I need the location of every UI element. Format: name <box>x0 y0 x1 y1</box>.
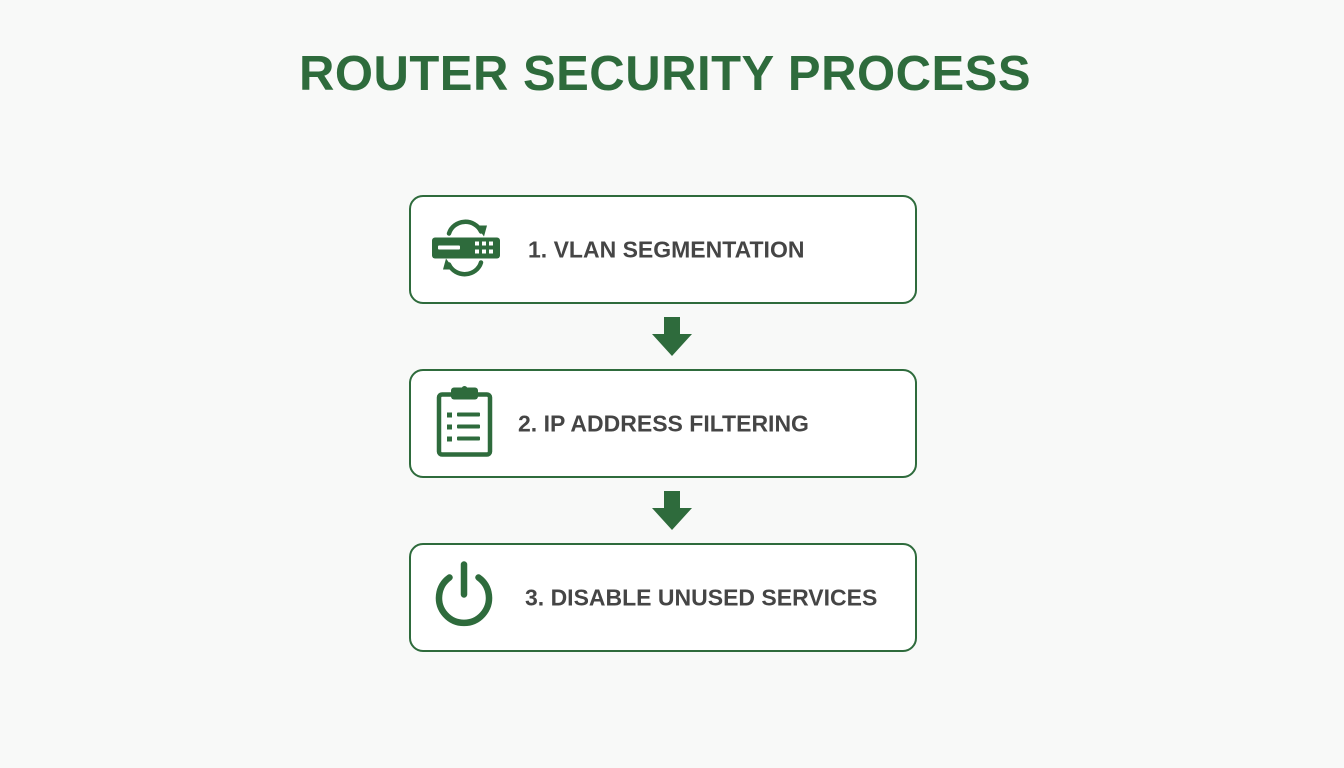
step-vlan-segmentation: 1. VLAN SEGMENTATION <box>409 195 917 304</box>
step-ip-address-filtering: 2. IP ADDRESS FILTERING <box>409 369 917 478</box>
power-icon <box>431 560 497 635</box>
diagram-title: ROUTER SECURITY PROCESS <box>298 47 1032 101</box>
step-disable-unused-services: 3. DISABLE UNUSED SERVICES <box>409 543 917 652</box>
step-label: 3. DISABLE UNUSED SERVICES <box>525 584 878 610</box>
step-label: 1. VLAN SEGMENTATION <box>528 236 805 262</box>
router-sync-icon <box>427 211 503 288</box>
down-arrow-icon <box>652 317 692 356</box>
down-arrow-icon <box>652 491 692 530</box>
clipboard-list-icon <box>435 385 495 462</box>
step-label: 2. IP ADDRESS FILTERING <box>518 410 809 436</box>
